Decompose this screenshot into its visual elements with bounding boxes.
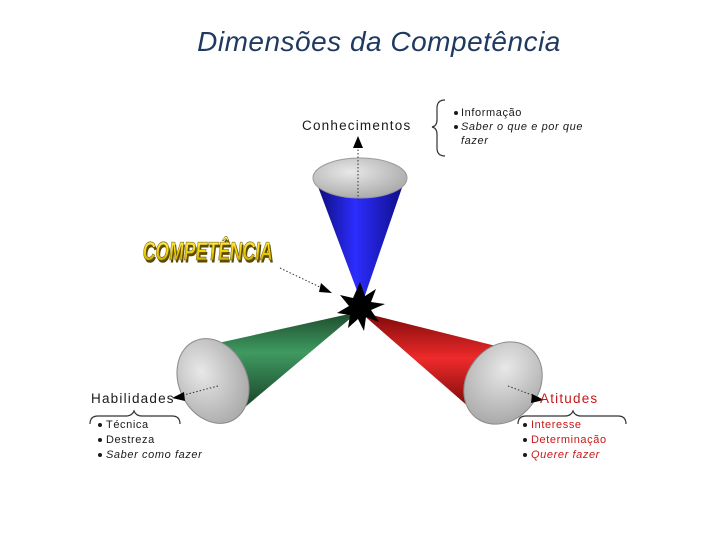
competencia-logo: COMPETÊNCIA COMPETÊNCIA xyxy=(141,236,276,268)
list-atitudes: Interesse Determinação Querer fazer xyxy=(523,419,607,461)
arrow-logo-icon xyxy=(319,283,332,293)
list-item: Determinação xyxy=(531,434,607,446)
cone-habilidades xyxy=(164,312,358,435)
list-item: Destreza xyxy=(106,434,155,446)
svg-text:COMPETÊNCIA: COMPETÊNCIA xyxy=(141,236,274,266)
label-conhecimentos: Conhecimentos xyxy=(302,118,411,133)
list-item: Técnica xyxy=(106,419,149,431)
arrow-up-icon xyxy=(353,136,363,148)
label-atitudes: Atitudes xyxy=(540,391,598,406)
list-item: Querer fazer xyxy=(531,449,601,461)
label-habilidades: Habilidades xyxy=(91,391,175,406)
brace-conhecimentos xyxy=(432,100,445,156)
list-item: Saber como fazer xyxy=(106,449,203,461)
list-habilidades: Técnica Destreza Saber como fazer xyxy=(98,419,203,461)
list-item: fazer xyxy=(461,135,489,147)
list-item: Informação xyxy=(461,107,522,119)
list-item: Interesse xyxy=(531,419,582,431)
list-item: Saber o que e por que xyxy=(461,121,583,133)
cone-atitudes xyxy=(360,312,558,440)
list-conhecimentos: Informação Saber o que e por que fazer xyxy=(454,107,583,147)
